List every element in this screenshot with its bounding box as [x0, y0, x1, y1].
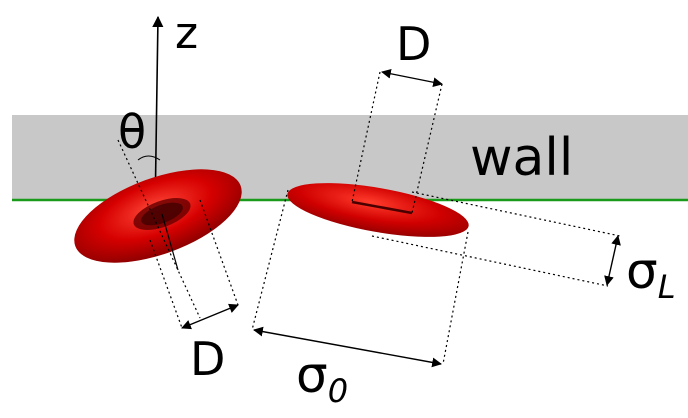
red-blood-cell-flat	[287, 183, 469, 237]
z-axis-label: z	[175, 8, 198, 59]
sigma-0-subscript: 0	[328, 372, 348, 410]
sigma-l-dimension	[604, 235, 621, 286]
sigma-0-dimension	[253, 326, 442, 368]
sigma-l-label: σL	[626, 242, 676, 306]
d-top-dimension	[381, 68, 443, 88]
sigma-0-label: σ0	[296, 346, 348, 410]
flat-cell-construction-lines	[251, 71, 621, 365]
tilted-cell-axis	[161, 213, 179, 271]
sigma-l-subscript: L	[658, 268, 676, 306]
d-bottom-dimension	[181, 303, 239, 330]
d-top-label: D	[396, 17, 431, 71]
tilted-cell-construction-lines	[117, 139, 239, 329]
theta-label: θ	[118, 105, 146, 159]
d-bottom-label: D	[190, 332, 225, 386]
wall-label: wall	[470, 128, 573, 188]
theta-arc	[137, 155, 161, 161]
